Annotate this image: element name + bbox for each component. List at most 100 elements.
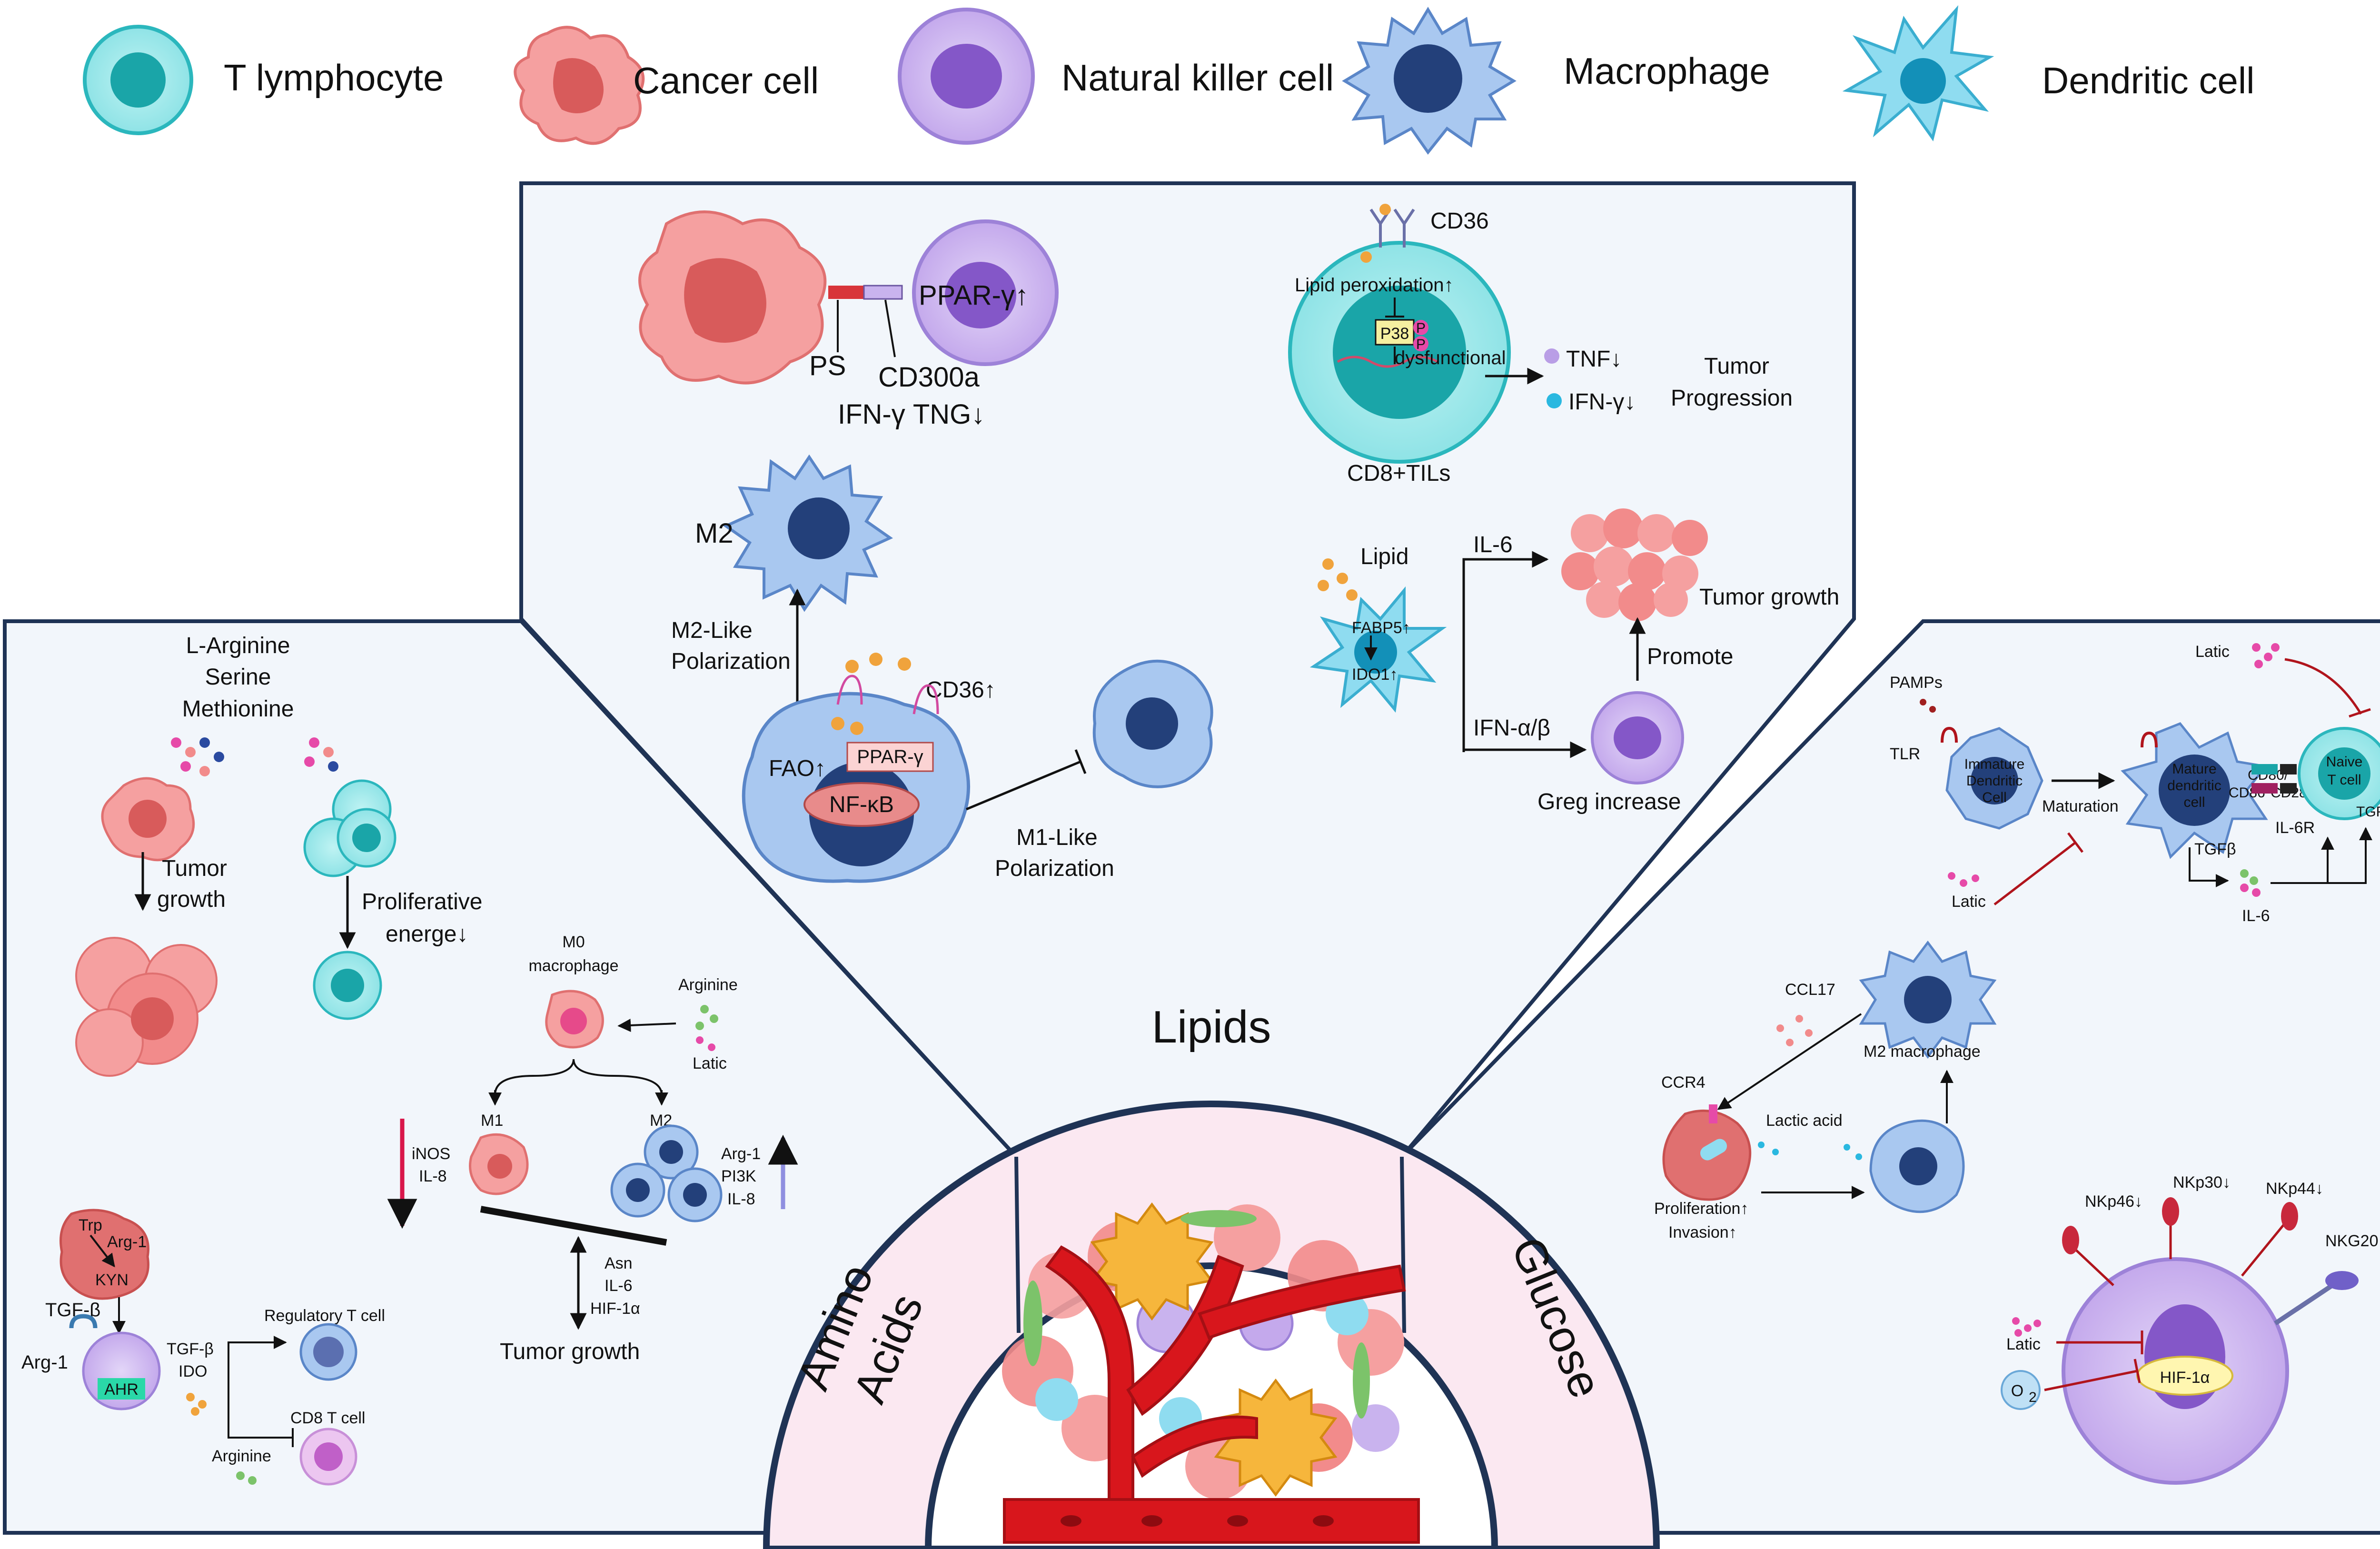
glucose-panel-content: Latic PAMPs TLR Immature Dendritic Cell …	[1654, 643, 2380, 1485]
legend-cancer-cell-icon	[514, 26, 645, 145]
balance-bar	[480, 1206, 667, 1246]
ahr-label: AHR	[104, 1380, 139, 1399]
phospho-label-2: P	[1416, 337, 1426, 352]
latic-mid-label: Latic	[1952, 893, 1986, 911]
immature-label-2: Dendritic	[1966, 773, 2023, 789]
aa-label-1: L-Arginine	[186, 633, 290, 658]
p38-label: P38	[1380, 325, 1409, 343]
promote-label: Promote	[1647, 644, 1733, 669]
tgfb2-label: TGF-β	[167, 1340, 214, 1358]
legend: T lymphocyte Cancer cell Natural killer …	[83, 5, 2254, 155]
mature-label-1: Mature	[2172, 761, 2216, 777]
m2-like-label-2: Polarization	[671, 649, 791, 674]
dysfunctional-label: dysfunctional	[1395, 348, 1506, 368]
hif-glu-label: HIF-1α	[2160, 1369, 2210, 1387]
tumor-mass-icon	[1561, 508, 1708, 621]
proliferative-label-1: Proliferative	[362, 889, 482, 914]
legend-cancer-cell-label: Cancer cell	[633, 60, 819, 101]
tumor-growth-label-2: growth	[157, 887, 226, 912]
m2-label: M2	[695, 518, 734, 549]
tgfb-glu-label: TGFβ	[2194, 840, 2236, 858]
tumor-progression-label-1: Tumor	[1704, 354, 1769, 379]
pi3k-label: PI3K	[721, 1167, 756, 1185]
il8b-label: IL-8	[727, 1190, 755, 1208]
ccl17-label: CCL17	[1785, 981, 1835, 999]
lipid-label: Lipid	[1360, 544, 1408, 569]
kyn-label: KYN	[95, 1271, 129, 1289]
nkg20-label: NKG20↓	[2325, 1232, 2380, 1250]
legend-nk-cell-icon	[898, 8, 1035, 145]
ppar-g-box	[846, 742, 934, 772]
cd8-label: CD8 T cell	[290, 1409, 365, 1427]
legend-macrophage-icon	[1342, 7, 1517, 155]
ido1-label: IDO1↑	[1352, 665, 1398, 684]
phospho-badge-1	[1413, 320, 1428, 335]
phospho-badge-2	[1413, 336, 1428, 351]
o2-icon	[2001, 1370, 2041, 1410]
legend-nk-cell-label: Natural killer cell	[1061, 57, 1334, 99]
m2-amino-cluster-icon	[610, 1124, 723, 1222]
legend-macrophage-label: Macrophage	[1564, 50, 1770, 92]
ifn-g-label: IFN-γ↓	[1568, 389, 1636, 415]
lipid-peroxidation-label: Lipid peroxidation↑	[1295, 275, 1454, 296]
mature-label-2: dendritic	[2167, 778, 2221, 794]
m1-like-label-2: Polarization	[995, 856, 1114, 881]
legend-dendritic-cell-icon	[1842, 5, 1994, 142]
latic-top-label: Latic	[2195, 643, 2230, 661]
phospho-label-1: P	[1416, 320, 1426, 336]
tgfbr-label: TGFβR	[2356, 804, 2380, 820]
legend-t-lymphocyte-label: T lymphocyte	[224, 57, 444, 99]
arg1b-label: Arg-1	[107, 1233, 147, 1251]
tumor-microenvironment-illustration	[1002, 1202, 1420, 1544]
ahr-box	[98, 1378, 145, 1400]
proliferation-label: Proliferation↑	[1654, 1200, 1748, 1218]
tumor-growth-label-1: Tumor	[162, 856, 227, 881]
greg-increase-label: Greg increase	[1537, 789, 1681, 814]
m1-label: M1	[481, 1112, 503, 1130]
maturation-label: Maturation	[2042, 797, 2119, 815]
tnf-label: TNF↓	[1566, 347, 1622, 372]
arginine-label: Arginine	[678, 976, 738, 994]
m1-like-label-1: M1-Like	[1016, 825, 1098, 850]
m0-label-2: macrophage	[528, 957, 618, 975]
il6r-label: IL-6R	[2275, 819, 2315, 837]
fao-label: FAO↑	[769, 756, 826, 781]
asn-label: Asn	[605, 1254, 633, 1272]
immature-label-3: Cell	[1982, 790, 2007, 805]
arg1-label: Arg-1	[721, 1145, 761, 1163]
invasion-label: Invasion↑	[1668, 1223, 1737, 1241]
cd36-label: CD36	[1430, 209, 1489, 234]
legend-t-lymphocyte-icon	[83, 25, 193, 135]
latic-low-label: Latic	[2006, 1335, 2041, 1353]
il6-glu-label: IL-6	[2242, 907, 2270, 925]
inos-label: iNOS	[412, 1145, 450, 1163]
ppar-g-up-label: PPAR-γ↑	[919, 280, 1029, 311]
il8-label: IL-8	[419, 1167, 447, 1185]
lactic-acid-label: Lactic acid	[1766, 1112, 1843, 1130]
latic-label: Latic	[693, 1054, 727, 1072]
o2-label: O	[2011, 1382, 2023, 1400]
p38-box	[1375, 319, 1415, 346]
m2-macrophage-label: M2 macrophage	[1864, 1043, 1981, 1061]
lipids-panel-content: PPAR-γ↑ PS CD300a IFN-γ TNG↓ M2 M2-Like …	[638, 204, 1839, 883]
m0-label-1: M0	[562, 933, 585, 951]
legend-dendritic-cell-label: Dendritic cell	[2042, 60, 2254, 101]
amino-tumor-growth-label: Tumor growth	[500, 1339, 640, 1364]
ccr4-label: CCR4	[1661, 1073, 1706, 1092]
m2-like-label-1: M2-Like	[671, 618, 753, 643]
tlr-label: TLR	[1890, 745, 1920, 763]
amino-panel-content: L-Arginine Serine Methionine Tumor growt…	[21, 633, 798, 1486]
amino-tumor-cluster-icon	[75, 937, 218, 1077]
o2-sub-label: 2	[2029, 1390, 2037, 1405]
hif-amino-label: HIF-1α	[590, 1300, 640, 1318]
ps-label: PS	[809, 350, 846, 381]
tumor-growth-label: Tumor growth	[1699, 585, 1839, 610]
amino-acid-dots-icon	[171, 737, 338, 776]
amino-t-cells-icon	[303, 779, 397, 877]
mature-label-3: cell	[2183, 794, 2205, 810]
cd300a-receptor-icon	[863, 285, 903, 300]
immature-label-1: Immature	[1964, 756, 2025, 772]
cd300a-label: CD300a	[878, 362, 980, 393]
pamps-label: PAMPs	[1890, 674, 1943, 692]
arginine2-label: Arginine	[212, 1447, 271, 1465]
